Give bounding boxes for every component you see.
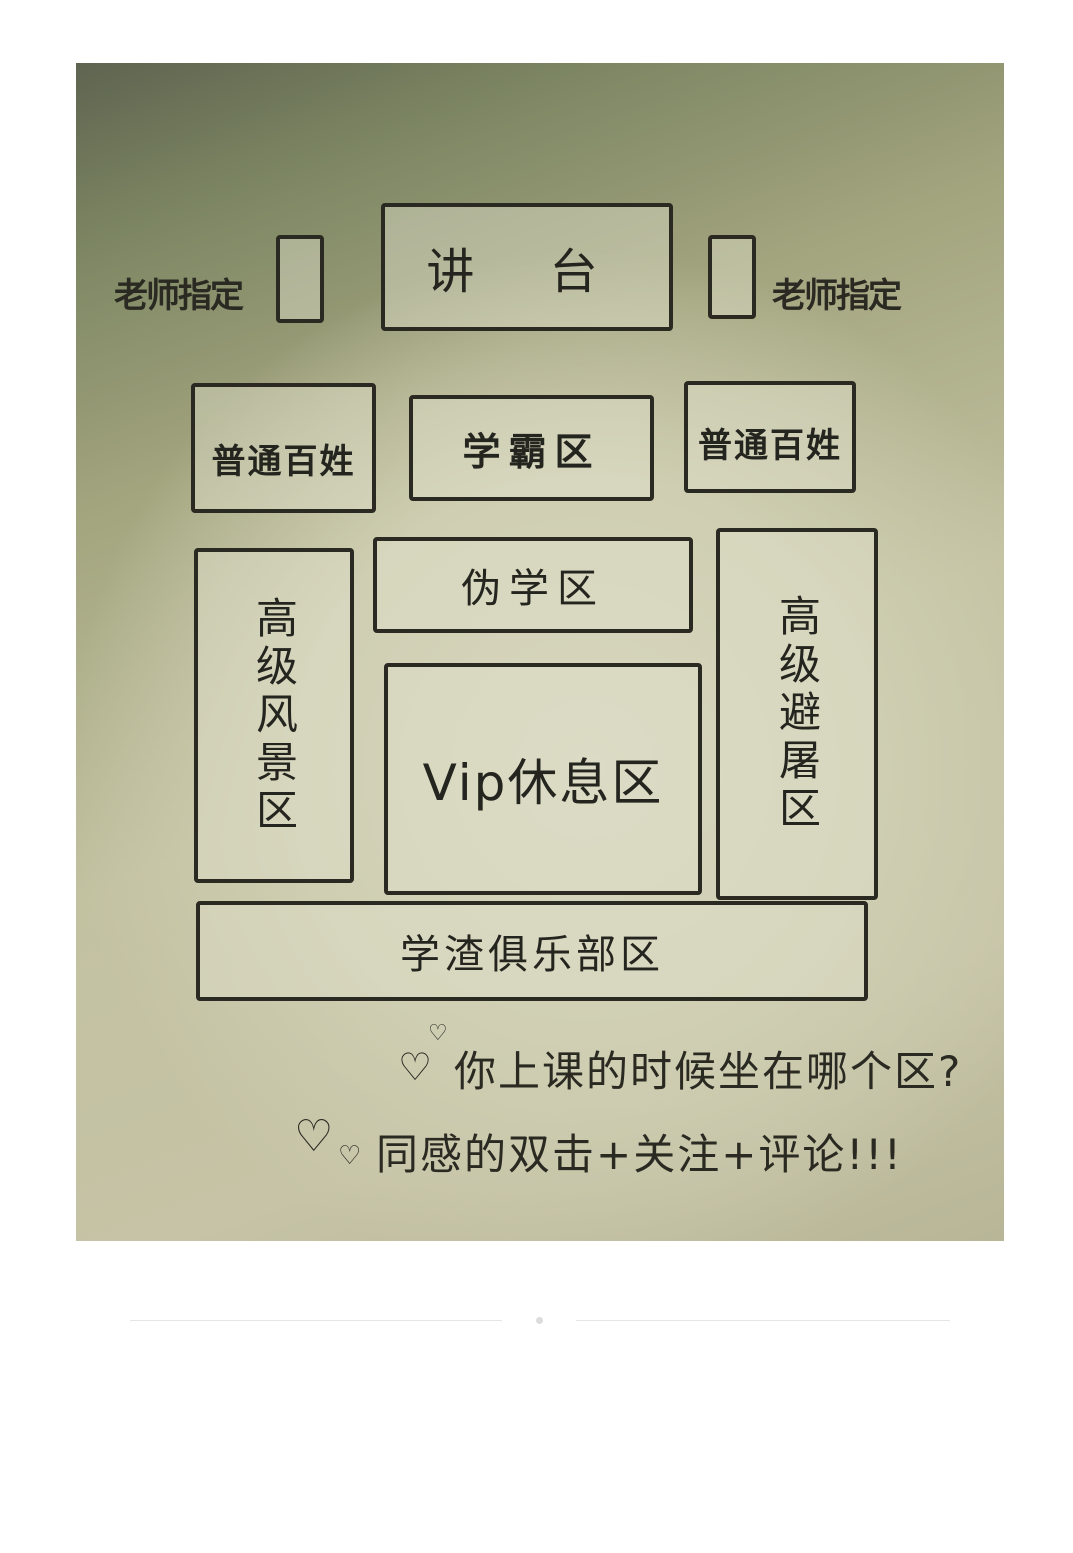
divider-left: [130, 1320, 502, 1321]
zone-top-students-label: 学霸区: [462, 429, 601, 474]
podium-box: 讲 台: [381, 203, 673, 331]
zone-scenery-left: 高级风景区: [194, 548, 354, 883]
zone-ordinary-right: 普通百姓: [684, 381, 856, 493]
teacher-seat-left: [276, 235, 324, 323]
zone-fake-study-label: 伪学区: [461, 566, 605, 612]
heart-icon: ♡: [294, 1111, 334, 1162]
zone-top-students: 学霸区: [409, 395, 654, 501]
zone-vip-rest-label: Vip休息区: [422, 754, 664, 812]
zone-ordinary-right-label: 普通百姓: [698, 425, 842, 466]
classroom-seating-drawing: 老师指定 讲 台 老师指定 普通百姓 学霸区 普通百姓 高级风景区 伪学区 Vi…: [76, 63, 1004, 1241]
heart-icon: ♡: [398, 1045, 433, 1089]
zone-vip-rest: Vip休息区: [384, 663, 702, 895]
zone-slacker-club: 学渣俱乐部区: [196, 901, 868, 1001]
heart-icon: ♡: [428, 1021, 448, 1046]
zone-hideout-right-label: 高级避屠区: [772, 594, 822, 834]
teacher-seat-right: [708, 235, 756, 319]
zone-scenery-left-label: 高级风景区: [249, 595, 299, 836]
zone-ordinary-left: 普通百姓: [191, 383, 376, 513]
zone-ordinary-left-label: 普通百姓: [211, 441, 356, 482]
zone-slacker-club-label: 学渣俱乐部区: [400, 932, 664, 978]
teacher-designated-right-label: 老师指定: [772, 276, 902, 316]
caption-question: 你上课的时候坐在哪个区?: [454, 1047, 963, 1096]
divider-dot: [536, 1317, 543, 1324]
divider-right: [576, 1320, 950, 1321]
heart-icon: ♡: [338, 1141, 362, 1171]
zone-fake-study: 伪学区: [373, 537, 693, 633]
caption-call-to-action: 同感的双击+关注+评论!!!: [376, 1130, 903, 1179]
zone-hideout-right: 高级避屠区: [716, 528, 878, 900]
teacher-designated-left-label: 老师指定: [114, 276, 244, 316]
podium-label: 讲 台: [426, 244, 628, 300]
